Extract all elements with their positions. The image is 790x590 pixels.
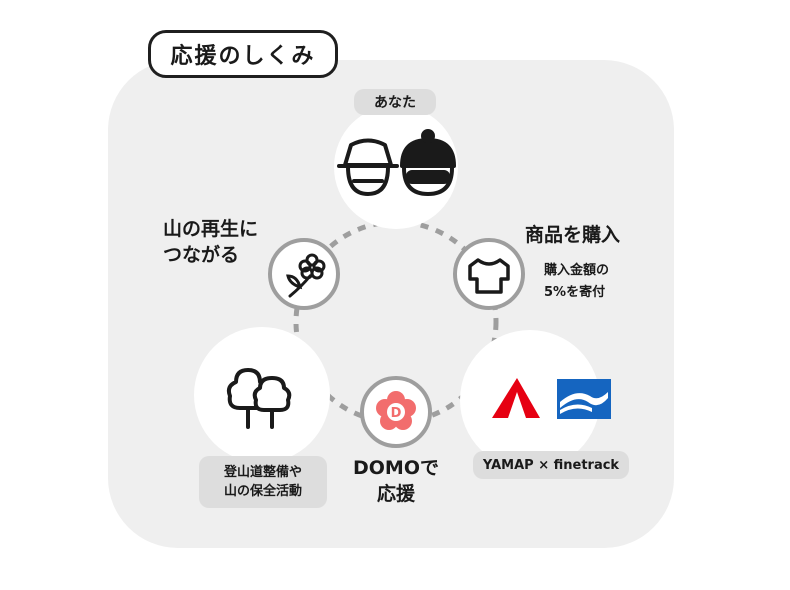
finetrack-logo-icon xyxy=(557,379,611,419)
two-hikers-icon xyxy=(337,129,456,196)
domo-label: DOMOで 応援 xyxy=(346,455,446,507)
flower-icon xyxy=(286,253,326,298)
regen-line1: 山の再生に xyxy=(163,218,259,240)
you-label: あなた xyxy=(354,89,436,115)
buy-note-line1: 購入金額の xyxy=(544,263,610,278)
regen-line2: つながる xyxy=(163,244,240,266)
yamap-logo-icon xyxy=(492,378,540,418)
domo-badge-icon: D xyxy=(376,391,416,430)
buy-note: 購入金額の 5%を寄付 xyxy=(544,260,609,304)
brands-label: YAMAP × finetrack xyxy=(473,451,629,479)
domo-badge-letter: D xyxy=(391,406,402,421)
activities-label: 登山道整備や 山の保全活動 xyxy=(199,456,327,508)
activities-line2: 山の保全活動 xyxy=(223,484,302,499)
page-title: 応援のしくみ xyxy=(148,30,338,78)
node-buy xyxy=(453,238,525,310)
tshirt-icon xyxy=(468,258,510,294)
domo-line1: DOMOで xyxy=(353,457,439,479)
buy-note-line2: 5%を寄付 xyxy=(544,285,606,300)
trees-icon xyxy=(226,368,292,429)
domo-line2: 応援 xyxy=(376,483,415,505)
node-regen xyxy=(268,238,340,310)
node-brands xyxy=(460,330,600,470)
buy-label: 商品を購入 xyxy=(525,224,621,246)
regen-label: 山の再生に つながる xyxy=(163,216,258,268)
activities-line1: 登山道整備や xyxy=(223,465,302,480)
